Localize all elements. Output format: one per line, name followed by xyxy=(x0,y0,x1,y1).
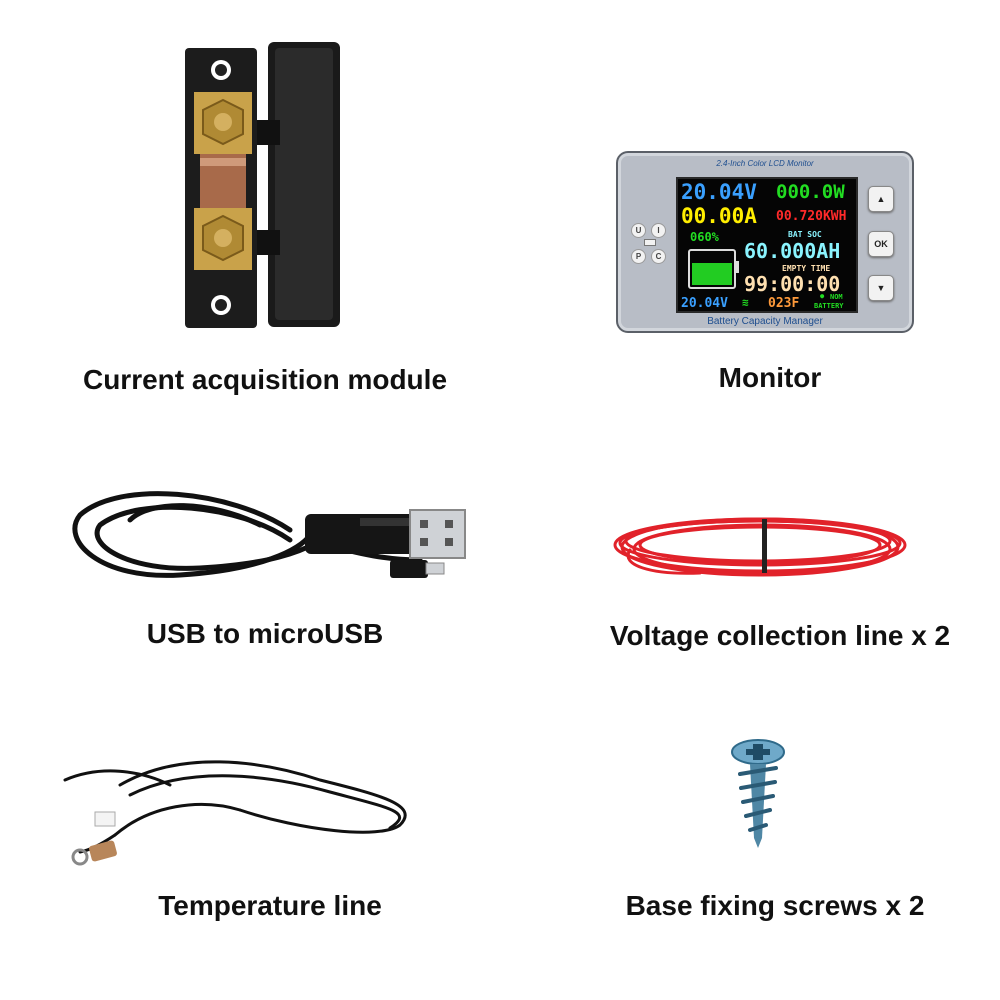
power-reading: 000.0W xyxy=(776,181,845,203)
shunt-module-icon xyxy=(180,40,350,330)
caption-base-fixing-screws: Base fixing screws x 2 xyxy=(625,890,925,921)
empty-time-label: EMPTY TIME xyxy=(782,264,831,273)
mode-key-u: U xyxy=(631,223,646,238)
down-button[interactable]: ▼ xyxy=(868,275,894,301)
energy-reading: 00.720KWH xyxy=(776,209,847,224)
red-wire-icon xyxy=(610,505,910,585)
battery-gauge-fill xyxy=(692,263,732,285)
time-reading: 99:00:00 xyxy=(744,272,841,296)
mode-key-i: I xyxy=(651,223,666,238)
status-label: NOM xyxy=(830,293,843,301)
monitor-header-label: 2.4-Inch Color LCD Monitor xyxy=(716,159,814,168)
wifi-icon: ≋ xyxy=(742,296,749,309)
ok-button[interactable]: OK xyxy=(868,231,894,257)
caption-usb-to-microusb: USB to microUSB xyxy=(146,618,384,649)
voltage-reading: 20.04V xyxy=(681,180,757,204)
temperature-reading: 023F xyxy=(768,296,800,311)
caption-voltage-collection-line: Voltage collection line x 2 xyxy=(609,620,951,651)
caption-monitor: Monitor xyxy=(718,362,822,393)
up-button[interactable]: ▲ xyxy=(868,186,894,212)
screw-icon xyxy=(728,738,788,850)
battery-label: BATTERY xyxy=(814,302,844,310)
current-reading: 00.00A xyxy=(681,204,757,228)
battery-gauge xyxy=(688,249,736,289)
temperature-probe-icon xyxy=(60,740,430,870)
bat-soc-label: BAT SOC xyxy=(788,230,822,239)
battery-gauge-cap xyxy=(736,261,739,273)
lcd-screen: 20.04V 000.0W 00.00A 00.720KWH 060% BAT … xyxy=(676,177,858,313)
soc-percent: 060% xyxy=(690,230,719,244)
caption-current-acquisition-module: Current acquisition module xyxy=(82,364,448,395)
voltage-small-reading: 20.04V xyxy=(681,296,728,311)
usb-cable-icon xyxy=(60,480,480,600)
status-dot-icon: ● xyxy=(820,292,825,300)
mode-key-c: C xyxy=(651,249,666,264)
monitor-footer-label: Battery Capacity Manager xyxy=(707,316,823,327)
caption-temperature-line: Temperature line xyxy=(158,890,382,921)
mode-indicator xyxy=(644,239,656,246)
lcd-monitor-icon: 2.4-Inch Color LCD Monitor U I P C 20.04… xyxy=(616,151,914,333)
mode-key-p: P xyxy=(631,249,646,264)
capacity-reading: 60.000AH xyxy=(744,239,841,263)
